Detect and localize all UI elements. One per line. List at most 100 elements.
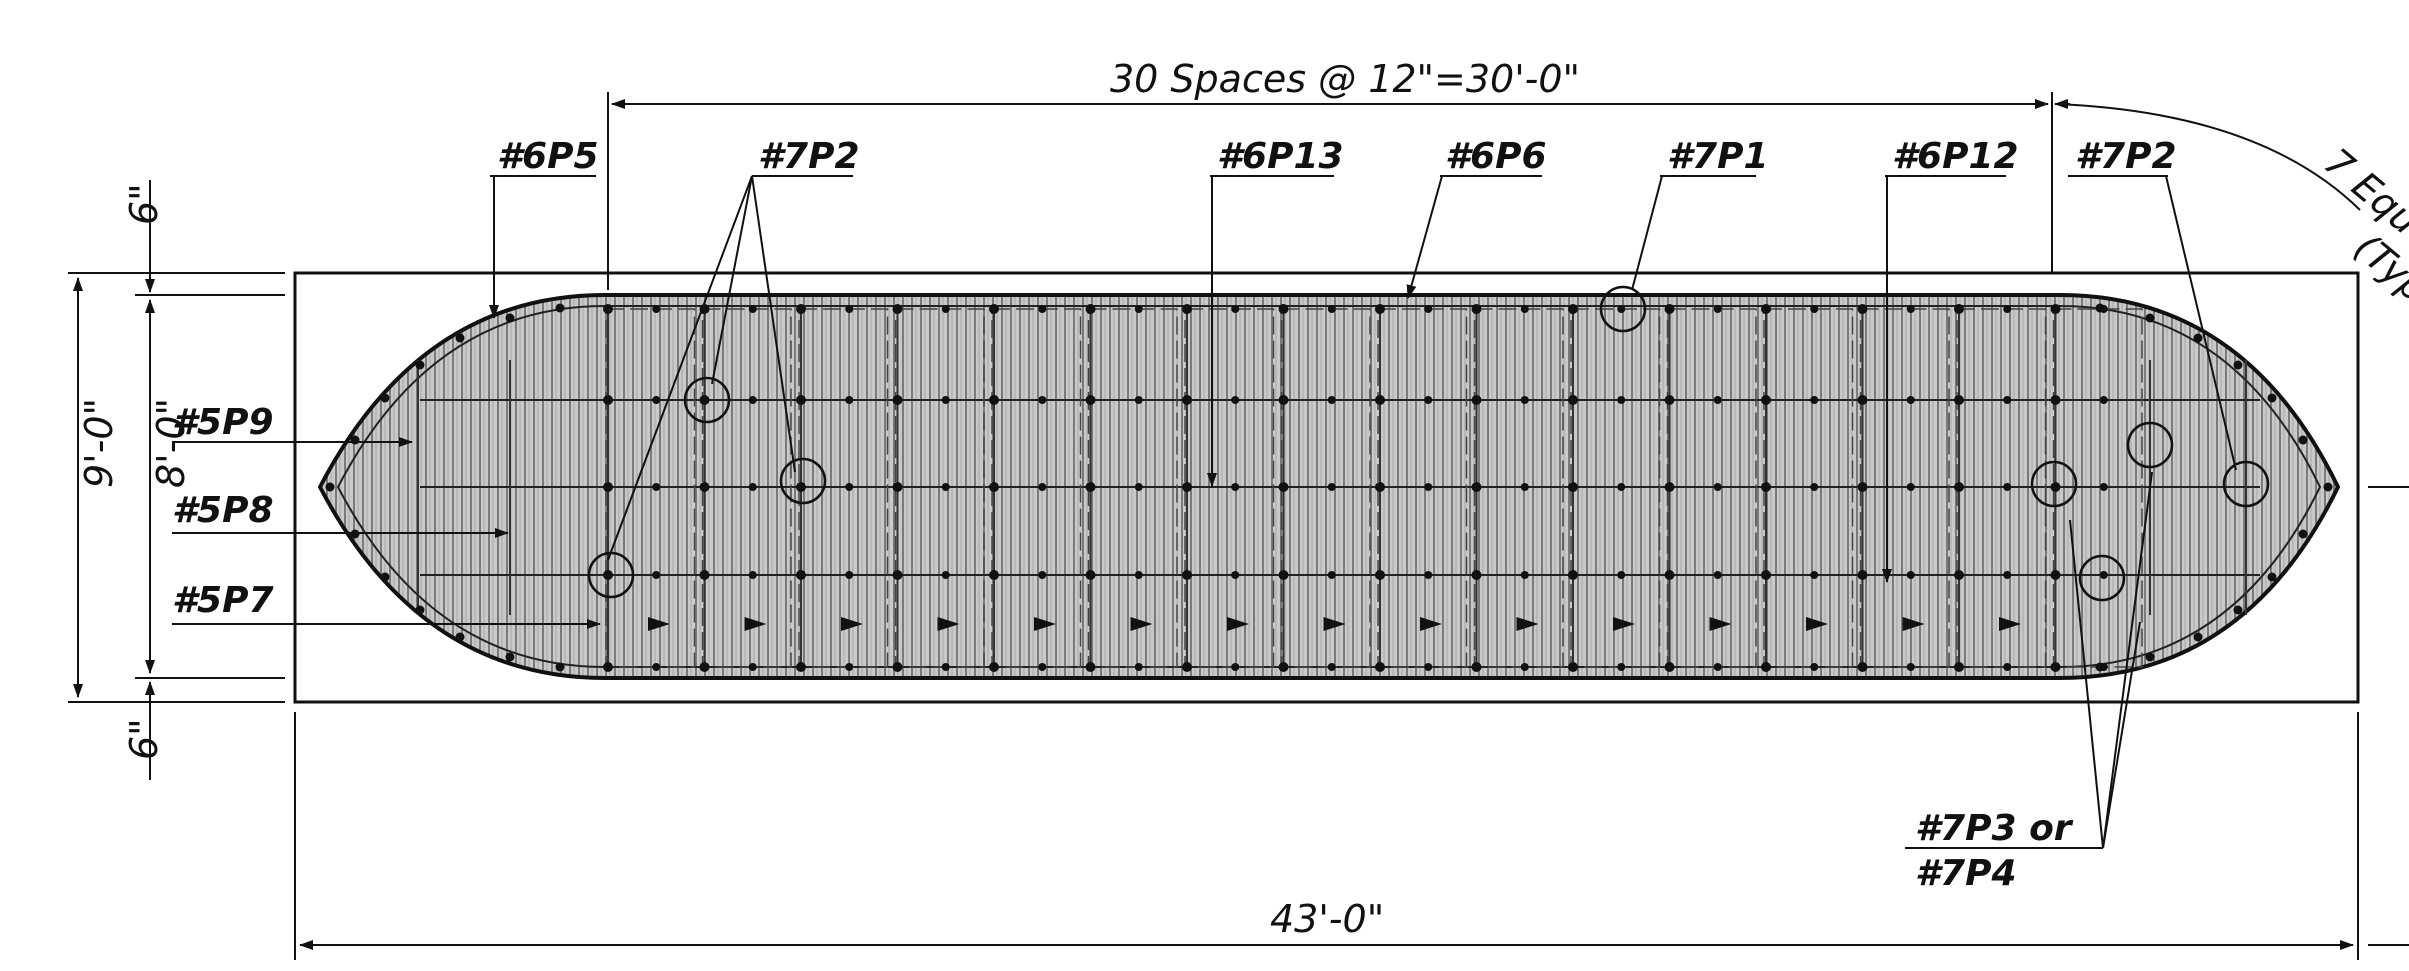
rebar-dot (2095, 662, 2105, 672)
rebar-dot (2323, 482, 2333, 492)
highlight-circles (587, 285, 2270, 602)
rebar-dot (699, 395, 710, 405)
rebar-dot (1617, 663, 1626, 671)
rebar-dot (2003, 483, 2012, 491)
rebar-dot (1278, 395, 1289, 405)
rebar-dot (1471, 395, 1482, 405)
rebar-dot (1857, 570, 1868, 580)
rebar-dot (1568, 304, 1578, 314)
rebar-dot (989, 662, 999, 672)
rebar-dot (1857, 395, 1868, 405)
rebar-dot (1713, 571, 1722, 579)
rebar-dot (1182, 395, 1192, 405)
rebar-dot (748, 571, 757, 579)
rebar-dot (1231, 663, 1240, 671)
rebar-dot (2193, 632, 2203, 642)
rebar-dot (1471, 304, 1482, 314)
rebar-dot (1954, 395, 1964, 405)
rebar-dot (941, 571, 950, 579)
rebar-dot (1231, 305, 1240, 313)
footing-outline (293, 271, 2360, 704)
bar-end-mark (1613, 617, 1635, 631)
rebar-dot (1520, 396, 1529, 404)
rebar-dot (748, 663, 757, 671)
rebar-dot (796, 395, 806, 405)
rebar-dot (2050, 482, 2061, 492)
rebar-dot (2095, 303, 2105, 313)
bar-end-mark (1227, 617, 1249, 631)
rebar-dot (325, 482, 335, 492)
rebar-dot (1182, 570, 1192, 580)
rebar-dot (652, 571, 661, 579)
rebar-dot (2233, 360, 2243, 370)
rebar-dot (603, 395, 613, 405)
rebar-dot (603, 482, 613, 492)
rebar-dot (1038, 483, 1047, 491)
rebar-dot (1906, 396, 1915, 404)
rebar-dot (1810, 483, 1819, 491)
rebar-dot (748, 483, 757, 491)
rebar-dot (2233, 605, 2243, 615)
rebar-dot (1134, 663, 1143, 671)
svg-text:#5P9: #5P9 (172, 402, 274, 443)
rebar-dot (845, 305, 854, 313)
rebar-dot (455, 333, 465, 343)
rebar-dot (1038, 571, 1047, 579)
rebar-dot (603, 662, 613, 672)
rebar-dot (1424, 663, 1433, 671)
svg-text:#6P6: #6P6 (1445, 136, 1547, 177)
top-offset-label: 6" (122, 183, 166, 225)
rebar-dot (1713, 483, 1722, 491)
rebar-dot (505, 313, 515, 323)
rebar-dot (1038, 305, 1047, 313)
rebar-dot (1520, 483, 1529, 491)
svg-text:#7P1: #7P1 (1667, 136, 1769, 177)
rebar-dot (1375, 395, 1385, 405)
rebar-dot (1761, 662, 1771, 672)
rebar-dot (380, 572, 390, 582)
callout-p7: #5P7 (172, 580, 601, 629)
rebar-dot (1471, 482, 1482, 492)
bottom-offset-label: 6" (122, 718, 166, 760)
rebar-dot (748, 396, 757, 404)
rebar-dot (699, 570, 710, 580)
rebar-dot (1182, 482, 1192, 492)
rebar-dot (1810, 571, 1819, 579)
rebar-dot (1713, 663, 1722, 671)
svg-text:#6P12: #6P12 (1892, 136, 2019, 177)
rebar-dot (415, 605, 425, 615)
rebar-dot (1906, 571, 1915, 579)
svg-text:#5P8: #5P8 (172, 490, 274, 531)
rebar-dot (989, 304, 999, 314)
rebar-dot (941, 483, 950, 491)
rebar-dot (796, 304, 806, 314)
rebar-dot (2003, 305, 2012, 313)
bar-end-mark (1806, 617, 1828, 631)
rebar-dot (1810, 396, 1819, 404)
corner-note-1: 7 Equ (2316, 140, 2409, 243)
rebar-dot (796, 662, 806, 672)
rebar-dot (1327, 396, 1336, 404)
rebar-dot (892, 662, 903, 672)
svg-text:#7P3 or: #7P3 or (1915, 808, 2074, 849)
rebar-dot (1954, 662, 1964, 672)
rebar-dot (1761, 304, 1771, 314)
rebar-dot (2267, 572, 2277, 582)
rebar-dot (1857, 662, 1868, 672)
bottom-dimension: 43'-0" (294, 712, 2359, 960)
rebar-dot (1906, 483, 1915, 491)
bar-end-mark (937, 617, 960, 631)
left-dimensions: 9'-0" 8'-0" 6" 6" (68, 180, 285, 780)
rebar-dot (1761, 395, 1771, 405)
rebar-dot (555, 662, 565, 672)
rebar-dot (1810, 663, 1819, 671)
rebar-dot (2099, 396, 2108, 404)
rebar-dot (1664, 570, 1675, 580)
rebar-dot (1424, 305, 1433, 313)
rebar-dot (1761, 482, 1771, 492)
rebar-dot (2145, 313, 2155, 323)
rebar-dot (555, 303, 565, 313)
rebar-dot (1327, 483, 1336, 491)
rebar-dot (603, 304, 613, 314)
